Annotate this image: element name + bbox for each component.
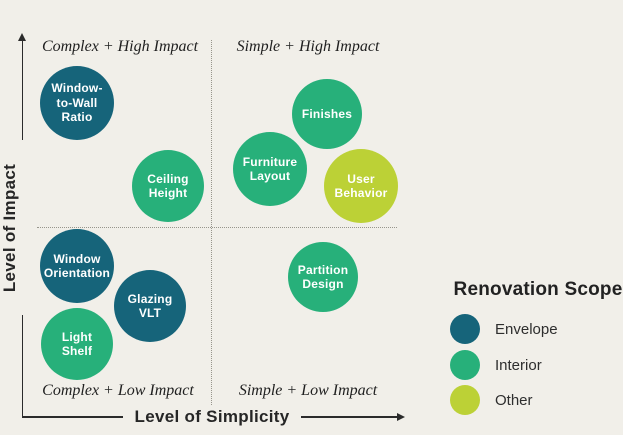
legend-item-interior: Interior — [450, 350, 542, 380]
legend-title: Renovation Scope — [453, 279, 623, 300]
bubble-finishes: Finishes — [292, 79, 362, 149]
bubble-glazing-vlt: Glazing VLT — [114, 270, 186, 342]
bubble-partition-design: Partition Design — [288, 242, 358, 312]
bubble-window-orientation: Window Orientation — [40, 229, 114, 303]
bubble-ceiling-height: Ceiling Height — [132, 150, 204, 222]
legend-swatch-other — [450, 385, 480, 415]
legend-label: Other — [495, 391, 533, 409]
x-axis-line-right — [301, 416, 398, 418]
bubble-furniture-layout: Furniture Layout — [233, 132, 307, 206]
legend-item-envelope: Envelope — [450, 314, 558, 344]
x-axis-label: Level of Simplicity — [134, 407, 290, 426]
quadrant-label-bottom-right: Simple + Low Impact — [238, 382, 378, 399]
y-axis-line-bottom — [21, 315, 23, 417]
legend-swatch-envelope — [450, 314, 480, 344]
y-axis-line-top — [21, 40, 23, 140]
legend-swatch-interior — [450, 350, 480, 380]
legend-label: Interior — [495, 356, 542, 374]
x-axis-arrow-icon — [397, 413, 405, 421]
legend-item-other: Other — [450, 385, 533, 415]
legend-label: Envelope — [495, 320, 558, 338]
y-axis-arrow-icon — [18, 33, 26, 41]
bubble-window-to-wall-ratio: Window- to-Wall Ratio — [40, 66, 114, 140]
quadrant-label-top-left: Complex + High Impact — [41, 38, 199, 55]
quadrant-divider-horizontal — [37, 227, 397, 228]
quadrant-divider-vertical — [211, 40, 212, 405]
bubble-user-behavior: User Behavior — [324, 149, 398, 223]
y-axis-label: Level of Impact — [0, 163, 19, 293]
x-axis-line-left — [22, 416, 123, 418]
quadrant-label-top-right: Simple + High Impact — [236, 38, 380, 55]
quadrant-label-bottom-left: Complex + Low Impact — [42, 382, 194, 399]
bubble-light-shelf: Light Shelf — [41, 308, 113, 380]
